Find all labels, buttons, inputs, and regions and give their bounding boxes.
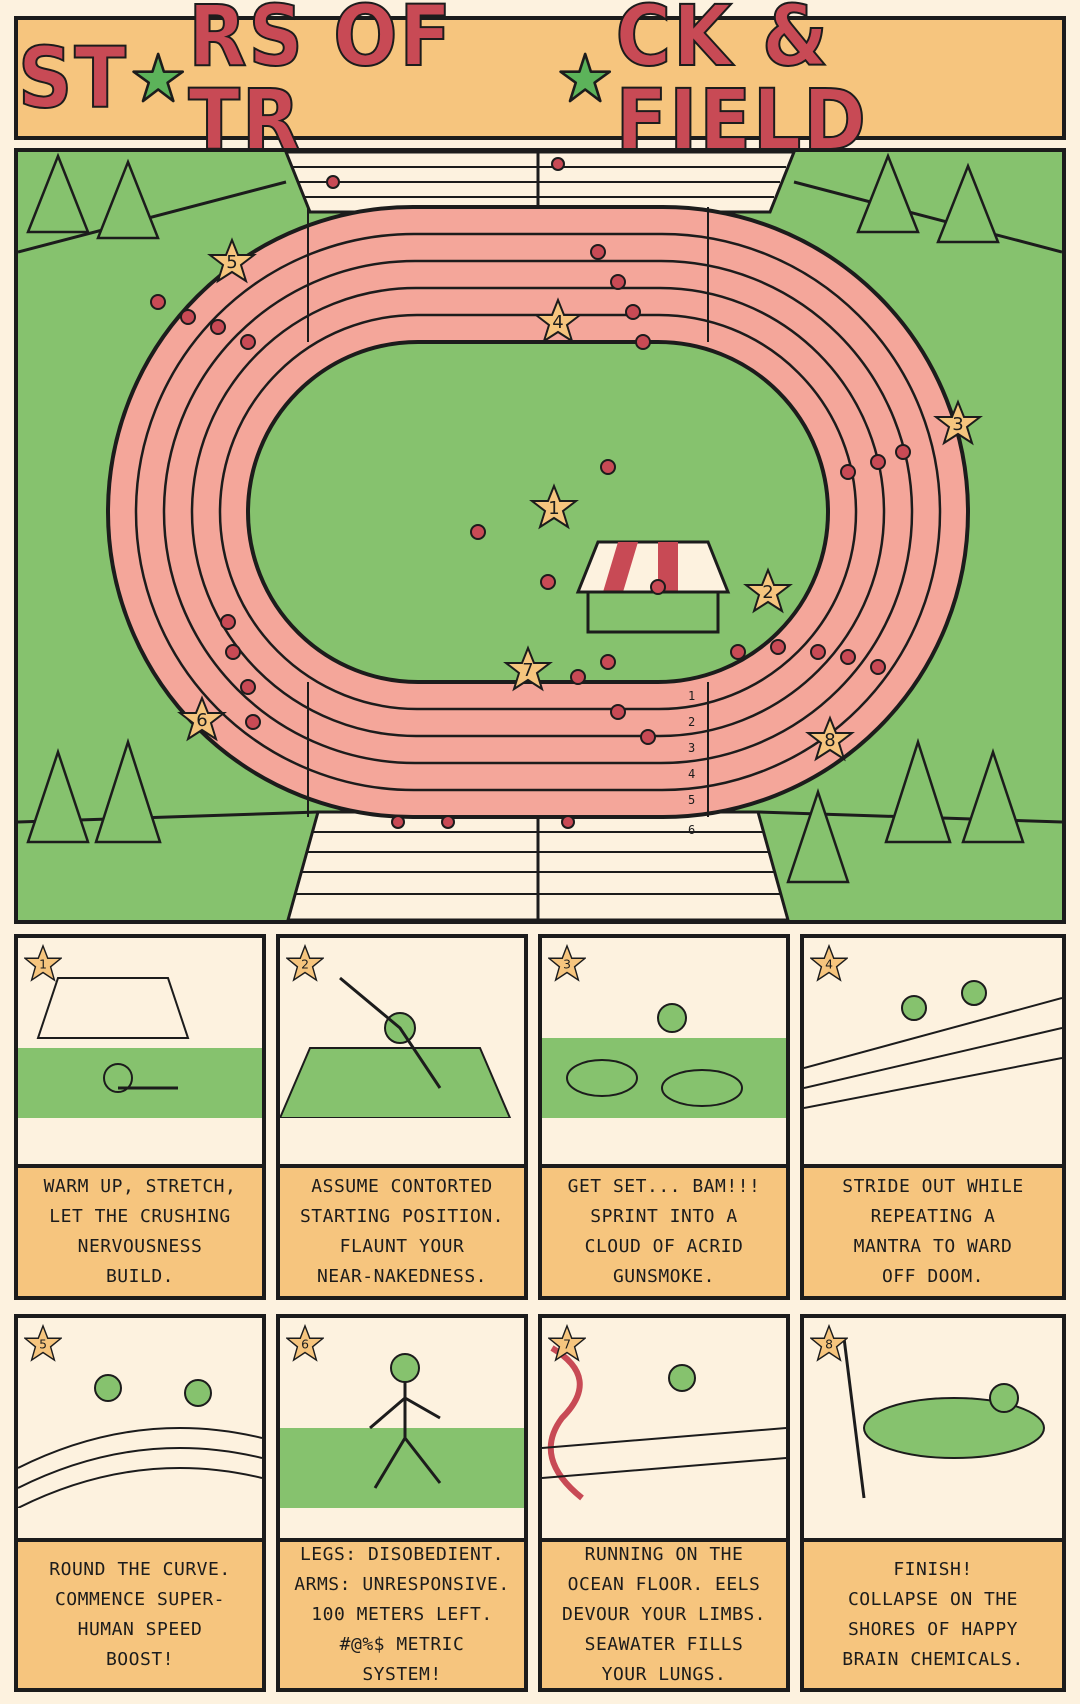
caption-text: STRIDE OUT WHILE REPEATING A MANTRA TO W… xyxy=(842,1176,1024,1287)
panel-illustration xyxy=(804,1318,1062,1508)
running-track xyxy=(106,205,970,819)
map-star-7: 7 xyxy=(503,645,553,692)
map-star-5: 5 xyxy=(207,237,257,284)
panel-caption: LEGS: DISOBEDIENT. ARMS: UNRESPONSIVE. 1… xyxy=(280,1538,524,1688)
panel-number: 4 xyxy=(825,958,833,972)
map-star-6: 6 xyxy=(177,695,227,742)
panel-illustration xyxy=(280,1318,524,1508)
panel-number: 3 xyxy=(563,958,571,972)
panel-caption: ASSUME CONTORTED STARTING POSITION. FLAU… xyxy=(280,1164,524,1296)
map-star-1: 1 xyxy=(529,483,579,530)
lane-number: 3 xyxy=(688,741,695,755)
map-star-label: 7 xyxy=(522,660,533,681)
panel-1: 1 WARM UP, STRETCH, LET THE CRUSHING NER… xyxy=(14,934,266,1300)
panel-number-star: 3 xyxy=(548,944,586,982)
panel-number-star: 6 xyxy=(286,1324,324,1362)
panel-number-star: 4 xyxy=(810,944,848,982)
panel-number-star: 8 xyxy=(810,1324,848,1362)
panel-number: 8 xyxy=(825,1338,833,1352)
panel-illustration xyxy=(542,938,786,1118)
lane-number: 1 xyxy=(688,689,695,703)
map-star-label: 1 xyxy=(548,498,559,519)
panel-illustration xyxy=(18,1318,262,1508)
trees xyxy=(26,152,1025,884)
title-part-2: RS OF TR xyxy=(187,0,454,169)
panel-number-star: 5 xyxy=(24,1324,62,1362)
map-star-4: 4 xyxy=(533,297,583,344)
caption-text: LEGS: DISOBEDIENT. ARMS: UNRESPONSIVE. 1… xyxy=(294,1544,510,1685)
stadium-illustration: 1 2 3 4 5 6 xyxy=(18,152,1062,920)
lane-numbers: 1 2 3 4 5 6 xyxy=(688,689,695,837)
map-star-8: 8 xyxy=(805,715,855,762)
title-part-3: CK & FIELD xyxy=(615,0,868,169)
lane-number: 2 xyxy=(688,715,695,729)
caption-text: GET SET... BAM!!! SPRINT INTO A CLOUD OF… xyxy=(567,1176,761,1287)
panel-2: 2 ASSUME CONTORTED STARTING POSITION. FL… xyxy=(276,934,528,1300)
panel-number-star: 7 xyxy=(548,1324,586,1362)
panel-caption: RUNNING ON THE OCEAN FLOOR. EELS DEVOUR … xyxy=(542,1538,786,1688)
caption-text: WARM UP, STRETCH, LET THE CRUSHING NERVO… xyxy=(43,1176,237,1287)
panel-caption: FINISH! COLLAPSE ON THE SHORES OF HAPPY … xyxy=(804,1538,1062,1688)
lane-number: 6 xyxy=(688,823,695,837)
panel-caption: ROUND THE CURVE. COMMENCE SUPER- HUMAN S… xyxy=(18,1538,262,1688)
panel-7: 7 RUNNING ON THE OCEAN FLOOR. EELS DEVOU… xyxy=(538,1314,790,1692)
title: ST RS OF TR CK & FIELD xyxy=(17,0,1062,169)
caption-text: FINISH! COLLAPSE ON THE SHORES OF HAPPY … xyxy=(842,1559,1024,1670)
lane-number: 4 xyxy=(688,767,695,781)
runner-figures xyxy=(150,157,911,829)
caption-text: RUNNING ON THE OCEAN FLOOR. EELS DEVOUR … xyxy=(561,1544,767,1685)
bleachers-bottom xyxy=(286,810,790,920)
star-icon xyxy=(559,52,612,103)
panel-3: 3 GET SET... BAM!!! SPRINT INTO A CLOUD … xyxy=(538,934,790,1300)
panel-number: 7 xyxy=(563,1338,571,1352)
panel-number: 5 xyxy=(39,1338,47,1352)
map-star-2: 2 xyxy=(743,567,793,614)
panel-8: 8 FINISH! COLLAPSE ON THE SHORES OF HAPP… xyxy=(800,1314,1066,1692)
map-star-label: 8 xyxy=(824,730,835,751)
map-star-label: 3 xyxy=(952,414,963,435)
stadium-map: 1 2 3 4 5 6 xyxy=(14,148,1066,924)
panel-4: 4 STRIDE OUT WHILE REPEATING A MANTRA TO… xyxy=(800,934,1066,1300)
panel-6: 6 LEGS: DISOBEDIENT. ARMS: UNRESPONSIVE.… xyxy=(276,1314,528,1692)
map-star-label: 6 xyxy=(196,710,207,731)
panel-number: 1 xyxy=(39,958,47,972)
panel-illustration xyxy=(18,938,262,1118)
map-star-label: 5 xyxy=(226,252,237,273)
panel-illustration xyxy=(804,938,1062,1118)
map-stars: 1 2 3 4 5 6 7 xyxy=(177,237,983,762)
title-part-1: ST xyxy=(17,29,128,127)
panel-caption: GET SET... BAM!!! SPRINT INTO A CLOUD OF… xyxy=(542,1164,786,1296)
panel-number: 2 xyxy=(301,958,309,972)
caption-text: ASSUME CONTORTED STARTING POSITION. FLAU… xyxy=(299,1176,505,1287)
panel-caption: STRIDE OUT WHILE REPEATING A MANTRA TO W… xyxy=(804,1164,1062,1296)
panel-illustration xyxy=(280,938,524,1118)
panel-caption: WARM UP, STRETCH, LET THE CRUSHING NERVO… xyxy=(18,1164,262,1296)
lane-number: 5 xyxy=(688,793,695,807)
bleachers-top xyxy=(284,152,796,214)
panel-5: 5 ROUND THE CURVE. COMMENCE SUPER- HUMAN… xyxy=(14,1314,266,1692)
caption-text: ROUND THE CURVE. COMMENCE SUPER- HUMAN S… xyxy=(49,1559,231,1670)
panel-illustration xyxy=(542,1318,786,1508)
title-banner: ST RS OF TR CK & FIELD xyxy=(14,0,1066,163)
panel-number: 6 xyxy=(301,1338,309,1352)
map-star-label: 4 xyxy=(552,312,563,333)
panel-number-star: 2 xyxy=(286,944,324,982)
map-star-label: 2 xyxy=(762,582,773,603)
star-icon xyxy=(132,52,185,103)
panel-number-star: 1 xyxy=(24,944,62,982)
map-star-3: 3 xyxy=(933,399,983,446)
tent xyxy=(575,540,731,634)
